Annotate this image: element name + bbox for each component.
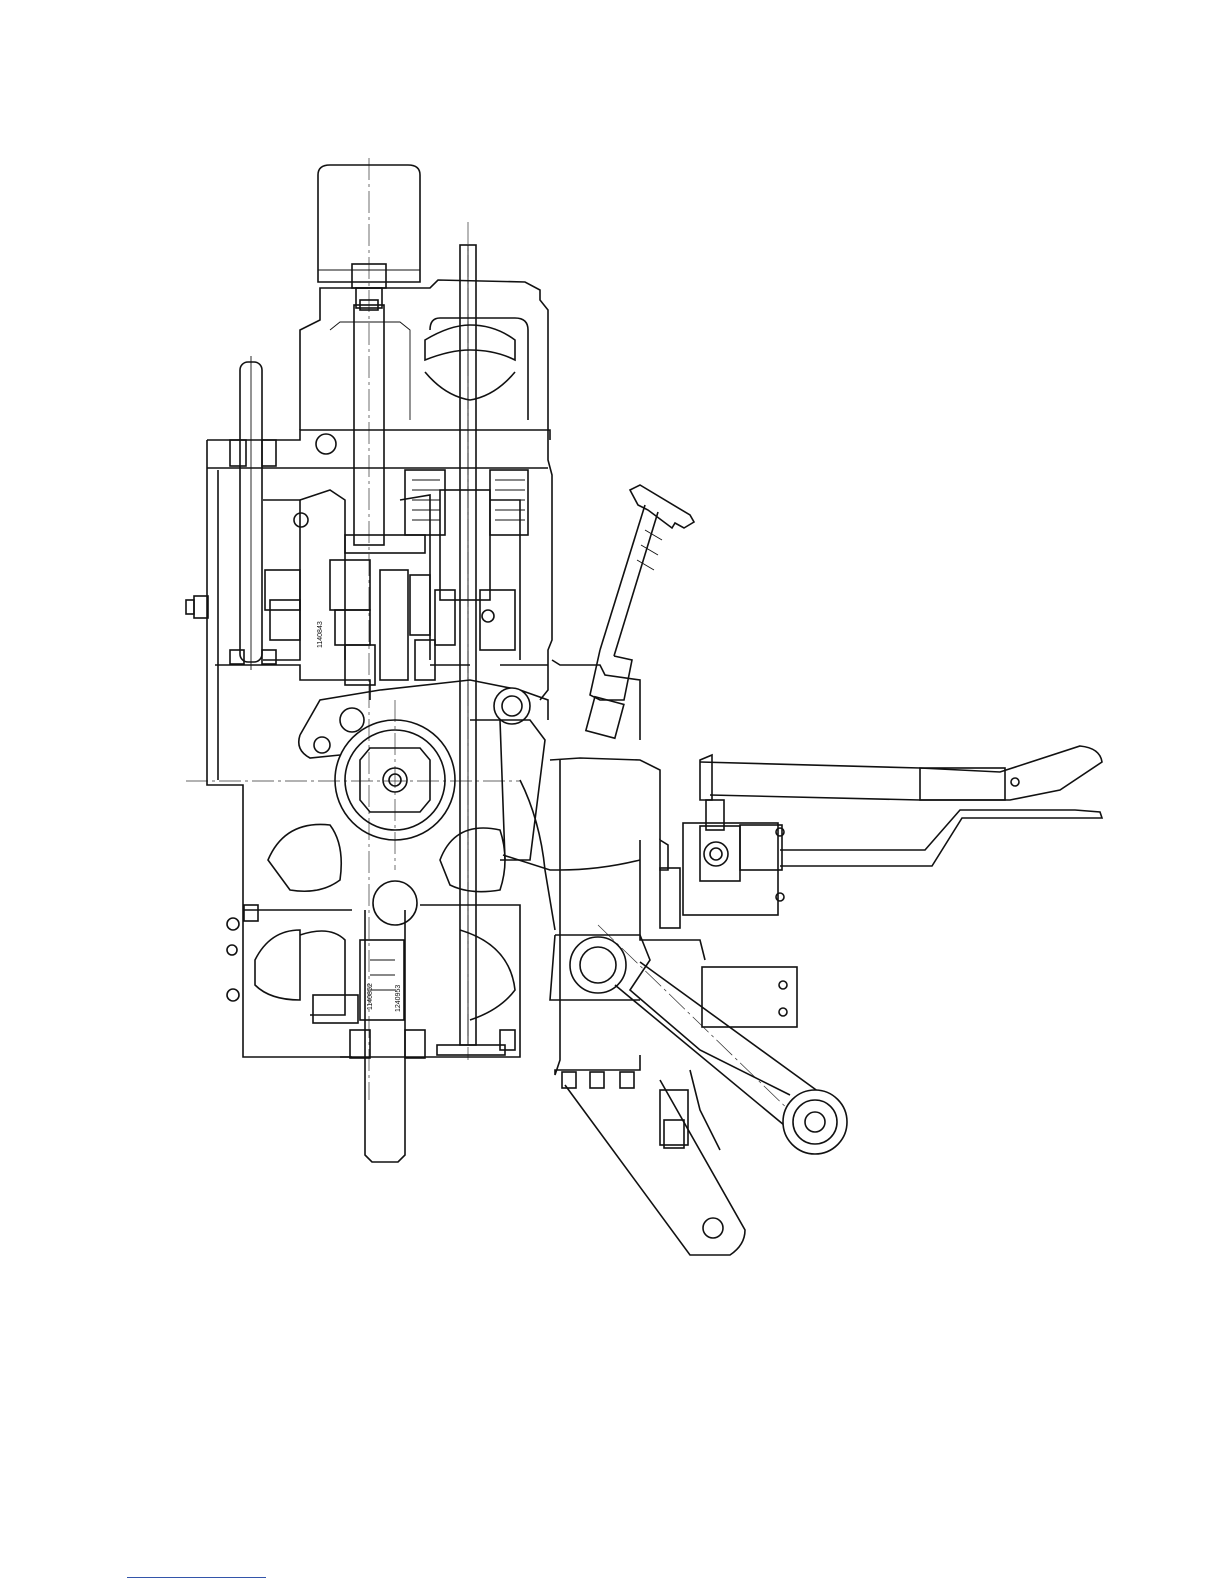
lift-arm — [550, 935, 847, 1154]
differential — [299, 680, 548, 860]
left-rod — [240, 356, 262, 670]
part-number-label-2: 1140852 — [367, 983, 374, 1010]
gear-cluster: 1140843 — [230, 434, 528, 685]
hand-lever — [700, 746, 1102, 866]
hydraulic-housing — [503, 660, 784, 1088]
center-lines — [186, 158, 830, 1150]
footer-rule — [127, 1577, 266, 1578]
part-number-label-1: 1140843 — [317, 621, 324, 648]
lower-link — [565, 1070, 745, 1255]
output-shaft: 1140852 1240953 — [350, 881, 505, 1162]
part-number-label-3: 1240953 — [395, 985, 402, 1012]
